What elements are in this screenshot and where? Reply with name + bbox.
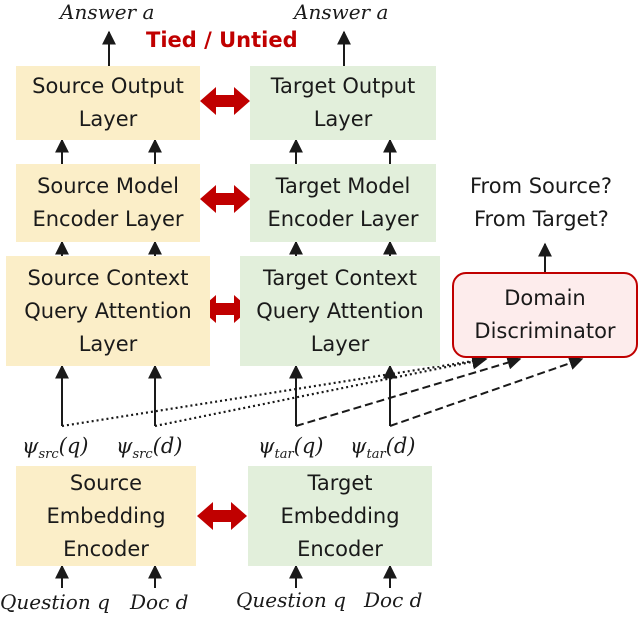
psi-src-q-subscript: src [38,447,59,463]
target-context-layer-line3: Layer [310,331,370,356]
source-model-encoder-layer-line2: Encoder Layer [32,207,184,231]
embedding-tie-double-arrow [197,502,247,530]
psi-tar-q-symbol: ψ [258,434,275,458]
target-embedding-line1: Target [307,470,373,495]
domain-discriminator-line1: Domain [504,286,586,310]
target-context-query-attention-layer: Target Context Query Attention Layer [240,256,440,366]
psi-src-q-arg: (q) [58,434,89,458]
context-tie-double-arrow [200,295,250,323]
domain-discriminator: Domain Discriminator [452,272,638,358]
source-model-encoder-layer: Source Model Encoder Layer [16,164,200,242]
source-embedding-encoder: Source Embedding Encoder [16,466,196,566]
domain-discriminator-line2: Discriminator [474,319,616,343]
doc-right-label: Doc d [364,588,423,612]
target-context-layer-line1: Target Context [263,265,417,290]
psi-src-d-symbol: ψ [116,434,133,458]
answer-right-label: Answer a [294,0,389,24]
psi-src-d-label: ψsrc(d) [116,434,182,462]
target-q-to-discriminator-dashed [295,355,522,427]
psi-src-d-subscript: src [132,447,153,463]
target-context-layer-line2: Query Attention [256,298,424,323]
target-output-layer-line1: Target Output [270,74,416,98]
source-context-layer-line3: Layer [78,331,138,356]
question-right-label: Question q [236,588,346,612]
psi-tar-d-subscript: tar [366,447,386,463]
target-embedding-line3: Encoder [297,536,383,561]
target-model-encoder-layer-line1: Target Model [275,174,411,198]
source-output-layer-line1: Source Output [32,74,184,98]
source-context-layer-line2: Query Attention [24,298,192,323]
tied-untied-label: Tied / Untied [146,28,298,52]
psi-tar-q-label: ψtar(q) [258,434,324,462]
from-source-label: From Source? [470,174,612,198]
target-d-to-discriminator-dashed [389,356,584,427]
source-embedding-line1: Source [69,470,143,495]
source-output-layer-line2: Layer [78,107,138,131]
psi-tar-d-arg: (d) [385,434,416,458]
doc-left-label: Doc d [130,590,189,614]
psi-src-d-arg: (d) [152,434,183,458]
source-context-layer-line1: Source Context [27,265,189,290]
source-embedding-line3: Encoder [63,536,149,561]
output-tie-double-arrow [200,87,250,115]
target-embedding-line2: Embedding [280,503,400,528]
target-output-layer: Target Output Layer [250,66,436,140]
from-target-label: From Target? [474,207,609,231]
psi-tar-d-symbol: ψ [350,434,367,458]
question-left-label: Question q [0,590,110,614]
psi-src-q-symbol: ψ [22,434,39,458]
source-context-query-attention-layer: Source Context Query Attention Layer [6,256,210,366]
source-embedding-line2: Embedding [46,503,166,528]
source-d-to-discriminator-dotted [154,354,488,428]
model-tie-double-arrow [200,185,250,213]
source-q-to-discriminator-dotted [61,353,488,428]
source-model-encoder-layer-line1: Source Model [37,174,179,198]
target-model-encoder-layer-line2: Encoder Layer [267,207,419,231]
psi-src-q-label: ψsrc(q) [22,434,88,462]
source-output-layer: Source Output Layer [16,66,200,140]
answer-left-label: Answer a [60,0,155,24]
psi-tar-q-arg: (q) [293,434,324,458]
psi-tar-q-subscript: tar [274,447,294,463]
target-model-encoder-layer: Target Model Encoder Layer [250,164,436,242]
psi-tar-d-label: ψtar(d) [350,434,416,462]
target-output-layer-line2: Layer [313,107,373,131]
target-embedding-encoder: Target Embedding Encoder [248,466,432,566]
